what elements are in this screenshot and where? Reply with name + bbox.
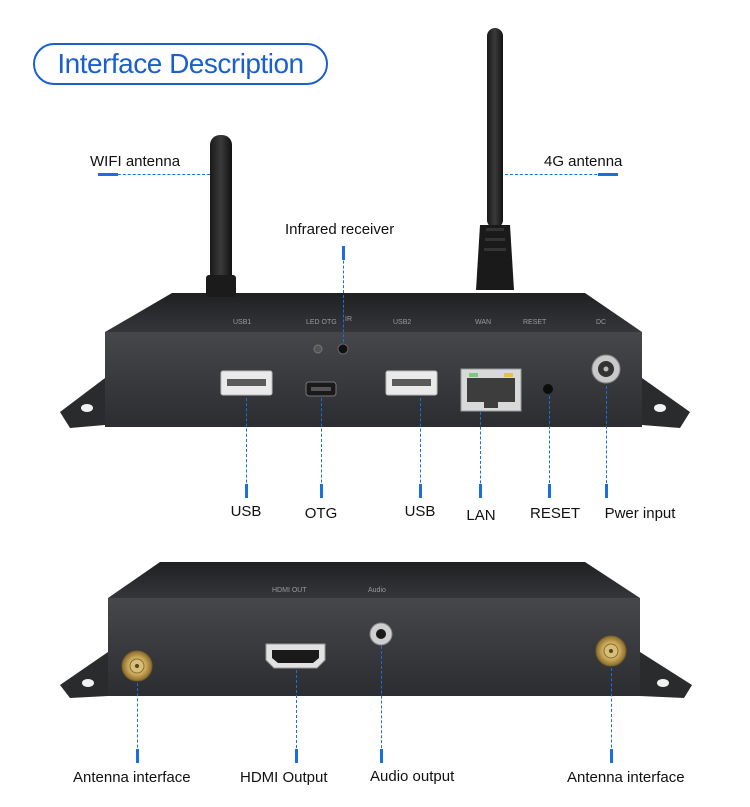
label-usb1: USB xyxy=(230,503,262,520)
leader-end-lan xyxy=(479,484,482,498)
reset-button xyxy=(543,384,553,394)
leader-4g-antenna xyxy=(505,174,617,175)
leader-end-audio xyxy=(380,749,383,763)
antenna-connector-right xyxy=(595,635,627,667)
panel-label-dc: DC xyxy=(596,319,606,326)
panel-label-hdmi-out: HDMI OUT xyxy=(272,587,307,594)
label-hdmi-output: HDMI Output xyxy=(240,769,328,786)
page-title-text: Interface Description xyxy=(57,48,304,79)
panel-label-ir: IR xyxy=(345,316,352,323)
leader-power xyxy=(606,386,607,498)
leader-wifi-antenna xyxy=(98,174,210,175)
leader-usb2 xyxy=(420,398,421,498)
led-indicator xyxy=(313,344,323,354)
leader-end-usb2 xyxy=(419,484,422,498)
leader-end-otg xyxy=(320,484,323,498)
leader-end-4g-antenna xyxy=(598,173,618,176)
leader-reset xyxy=(549,396,550,498)
hdmi-port xyxy=(265,643,326,669)
leader-end-usb1 xyxy=(245,484,248,498)
label-reset: RESET xyxy=(529,505,581,522)
panel-label-reset: RESET xyxy=(523,319,547,326)
dc-power-jack xyxy=(591,354,621,384)
leader-hdmi xyxy=(296,670,297,763)
label-4g-antenna: 4G antenna xyxy=(544,153,623,170)
wifi-antenna xyxy=(206,135,236,297)
leader-lan xyxy=(480,412,481,498)
bottom-mounting-flange-right xyxy=(640,652,692,698)
lan-port xyxy=(460,368,522,412)
ir-receiver xyxy=(337,343,349,355)
top-device-front xyxy=(105,332,642,427)
4g-antenna xyxy=(476,28,514,290)
label-antenna-interface-left: Antenna interface xyxy=(73,769,191,786)
bottom-device-front xyxy=(108,598,640,696)
usb1-port xyxy=(220,370,273,396)
panel-label-usb1: USB1 xyxy=(233,319,251,326)
leader-infrared xyxy=(343,246,344,342)
label-power-input: Pwer input xyxy=(604,505,676,522)
top-mounting-flange-left xyxy=(60,378,105,428)
otg-port xyxy=(305,381,337,397)
audio-jack xyxy=(369,622,393,646)
label-infrared-receiver: Infrared receiver xyxy=(285,221,395,238)
leader-end-antenna-right xyxy=(610,749,613,763)
label-lan: LAN xyxy=(466,507,496,524)
label-otg: OTG xyxy=(304,505,338,522)
leader-otg xyxy=(321,398,322,498)
leader-end-power xyxy=(605,484,608,498)
leader-antenna-left xyxy=(137,683,138,763)
leader-antenna-right xyxy=(611,668,612,763)
label-audio-output: Audio output xyxy=(370,768,455,785)
label-antenna-interface-right: Antenna interface xyxy=(567,769,685,786)
leader-end-hdmi xyxy=(295,749,298,763)
leader-end-infrared xyxy=(342,246,345,260)
page-title: Interface Description xyxy=(33,43,328,85)
usb2-port xyxy=(385,370,438,396)
top-device-lid xyxy=(105,293,642,332)
leader-audio xyxy=(381,646,382,763)
leader-end-reset xyxy=(548,484,551,498)
bottom-mounting-flange-left xyxy=(60,652,108,698)
bottom-device-lid xyxy=(108,562,640,598)
leader-usb1 xyxy=(246,398,247,498)
leader-end-antenna-left xyxy=(136,749,139,763)
panel-label-audio: Audio xyxy=(368,587,386,594)
top-mounting-flange-right xyxy=(642,378,690,428)
panel-label-led-otg: LED OTG xyxy=(306,319,337,326)
antenna-connector-left xyxy=(121,650,153,682)
panel-label-usb2: USB2 xyxy=(393,319,411,326)
label-usb2: USB xyxy=(404,503,436,520)
label-wifi-antenna: WIFI antenna xyxy=(90,153,181,170)
leader-end-wifi-antenna xyxy=(98,173,118,176)
panel-label-wan: WAN xyxy=(475,319,491,326)
